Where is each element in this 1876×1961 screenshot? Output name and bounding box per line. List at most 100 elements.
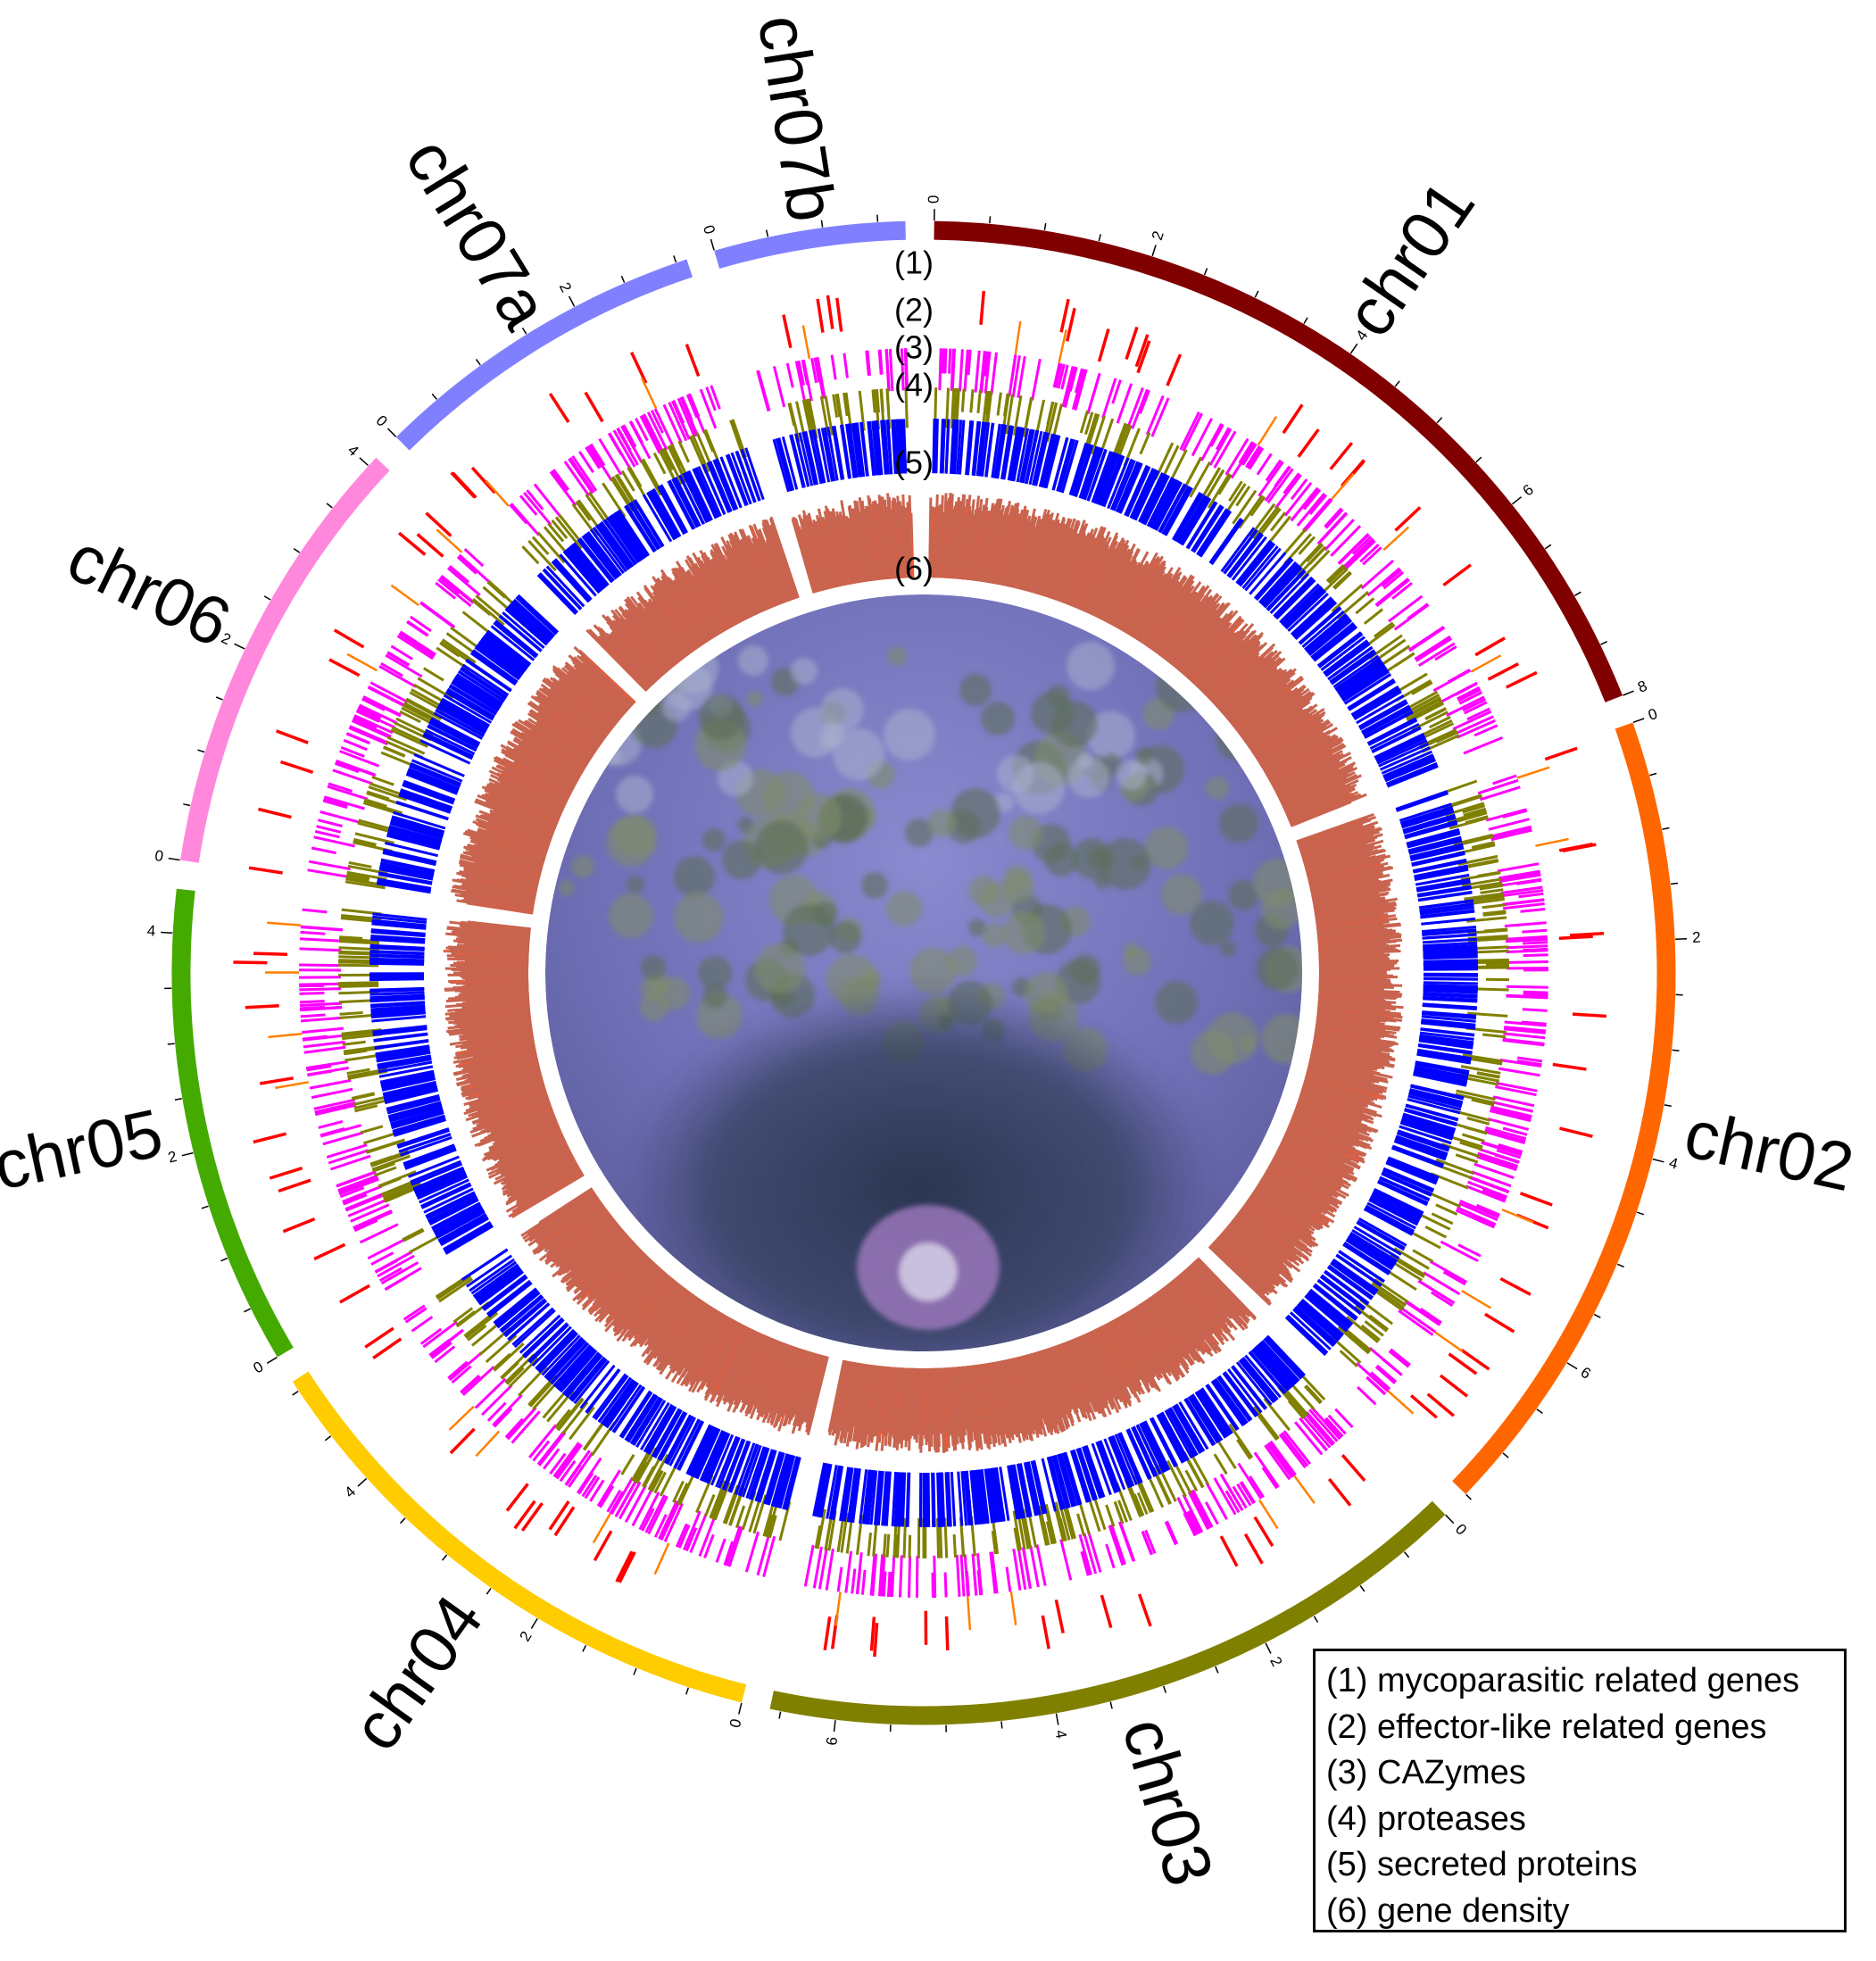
colony bbox=[1013, 762, 1065, 814]
colony bbox=[747, 691, 763, 707]
cazyme-mark bbox=[965, 1571, 970, 1597]
mycoparasitic-gene-mark bbox=[1552, 1062, 1587, 1071]
mycoparasitic-gene-mark bbox=[823, 1616, 832, 1651]
mycoparasitic-gene-mark bbox=[1282, 403, 1304, 435]
secreted-protein-mark bbox=[950, 1472, 957, 1527]
mycoparasitic-gene-mark bbox=[869, 1616, 876, 1651]
cazyme-mark bbox=[943, 1572, 948, 1598]
cazyme-mark bbox=[1357, 1385, 1377, 1406]
mycoparasitic-gene-mark bbox=[979, 290, 986, 325]
protease-mark bbox=[1139, 432, 1151, 455]
colony bbox=[641, 955, 666, 980]
protease-mark bbox=[1424, 1226, 1448, 1239]
colony bbox=[1124, 943, 1140, 959]
colony bbox=[1009, 816, 1042, 850]
cazyme-mark bbox=[1199, 422, 1224, 461]
colony bbox=[674, 856, 715, 897]
cazyme-mark bbox=[1506, 949, 1548, 953]
colony bbox=[1051, 701, 1098, 747]
mycoparasitic-gene-mark bbox=[1572, 1012, 1607, 1018]
colony bbox=[959, 674, 992, 706]
cazyme-mark bbox=[1368, 1347, 1403, 1376]
effector-gene-mark bbox=[834, 1591, 842, 1626]
colony bbox=[609, 893, 653, 938]
protease-mark bbox=[1363, 608, 1384, 625]
cazyme-mark bbox=[943, 348, 948, 374]
mycoparasitic-gene-mark bbox=[1483, 1312, 1515, 1334]
cazyme-mark bbox=[959, 1554, 966, 1597]
cazyme-mark bbox=[1116, 383, 1133, 424]
effector-gene-mark bbox=[1014, 320, 1022, 355]
colony bbox=[1070, 954, 1100, 985]
mycoparasitic-gene-mark bbox=[1341, 1454, 1366, 1483]
effector-gene-mark bbox=[966, 1596, 972, 1631]
cazyme-mark bbox=[1503, 1032, 1546, 1040]
colony bbox=[884, 709, 935, 760]
effector-gene-mark bbox=[1470, 654, 1502, 673]
cazyme-mark bbox=[899, 1555, 903, 1598]
mycoparasitic-gene-mark bbox=[1558, 935, 1593, 941]
cazyme-mark bbox=[1105, 1543, 1116, 1569]
colony bbox=[1135, 747, 1153, 765]
cazyme-mark bbox=[1261, 1467, 1278, 1490]
colony bbox=[982, 923, 1007, 948]
colony bbox=[791, 658, 818, 685]
effector-gene-mark bbox=[1293, 1475, 1316, 1504]
protease-mark bbox=[1213, 1453, 1228, 1475]
colony bbox=[905, 818, 934, 847]
colony bbox=[1155, 981, 1198, 1024]
colony bbox=[1047, 685, 1070, 708]
protease-mark bbox=[1435, 1203, 1458, 1216]
mycoparasitic-gene-mark bbox=[1243, 1533, 1264, 1565]
mycoparasitic-gene-mark bbox=[1506, 670, 1538, 689]
cazyme-mark bbox=[825, 1548, 834, 1591]
mycoparasitic-gene-mark bbox=[1559, 1126, 1593, 1138]
mycoparasitic-gene-mark bbox=[1097, 328, 1110, 362]
mycoparasitic-gene-mark bbox=[1125, 326, 1139, 361]
mycoparasitic-gene-mark bbox=[1487, 662, 1520, 681]
cazyme-mark bbox=[1506, 985, 1548, 989]
colony bbox=[1116, 760, 1147, 790]
mycoparasitic-gene-mark bbox=[1544, 746, 1578, 761]
colony bbox=[606, 817, 656, 867]
mycoparasitic-gene-mark bbox=[1054, 1600, 1065, 1633]
cazyme-mark bbox=[1029, 1545, 1040, 1588]
cazyme-mark bbox=[990, 352, 998, 395]
colony bbox=[829, 921, 861, 953]
cazyme-mark bbox=[1390, 1348, 1411, 1367]
cazyme-mark bbox=[1516, 878, 1542, 885]
cazyme-mark bbox=[938, 348, 942, 391]
cazyme-mark bbox=[844, 1550, 853, 1593]
colony bbox=[702, 828, 726, 852]
mycoparasitic-gene-mark bbox=[1137, 1593, 1152, 1627]
cazyme-mark bbox=[1487, 1118, 1530, 1131]
colony bbox=[1145, 827, 1188, 869]
colony bbox=[1219, 803, 1258, 843]
secreted-protein-mark bbox=[1423, 981, 1478, 985]
effector-gene-mark bbox=[1516, 766, 1550, 779]
protease-mark bbox=[960, 388, 966, 412]
cazyme-mark bbox=[1504, 921, 1547, 927]
cazyme-mark bbox=[1059, 1539, 1073, 1581]
cazyme-mark bbox=[882, 1571, 887, 1597]
cazyme-mark bbox=[1393, 603, 1430, 631]
colony bbox=[662, 693, 691, 721]
protease-mark bbox=[1236, 1439, 1252, 1460]
colony bbox=[968, 918, 986, 936]
protease-mark bbox=[943, 1517, 949, 1558]
colony bbox=[571, 855, 594, 878]
colony bbox=[821, 688, 864, 731]
colony bbox=[968, 876, 999, 906]
gene-density-bar bbox=[538, 1187, 594, 1225]
cazyme-mark bbox=[1166, 1520, 1179, 1545]
colony bbox=[1068, 757, 1109, 798]
cazyme-mark bbox=[860, 1569, 867, 1595]
cazyme-mark bbox=[851, 1568, 857, 1594]
mycoparasitic-gene-mark bbox=[944, 1616, 950, 1650]
mycoparasitic-gene-mark bbox=[1297, 428, 1320, 458]
colony bbox=[1100, 838, 1151, 890]
colony bbox=[981, 702, 1015, 735]
colony bbox=[698, 694, 744, 740]
cazyme-mark bbox=[1506, 994, 1548, 1000]
